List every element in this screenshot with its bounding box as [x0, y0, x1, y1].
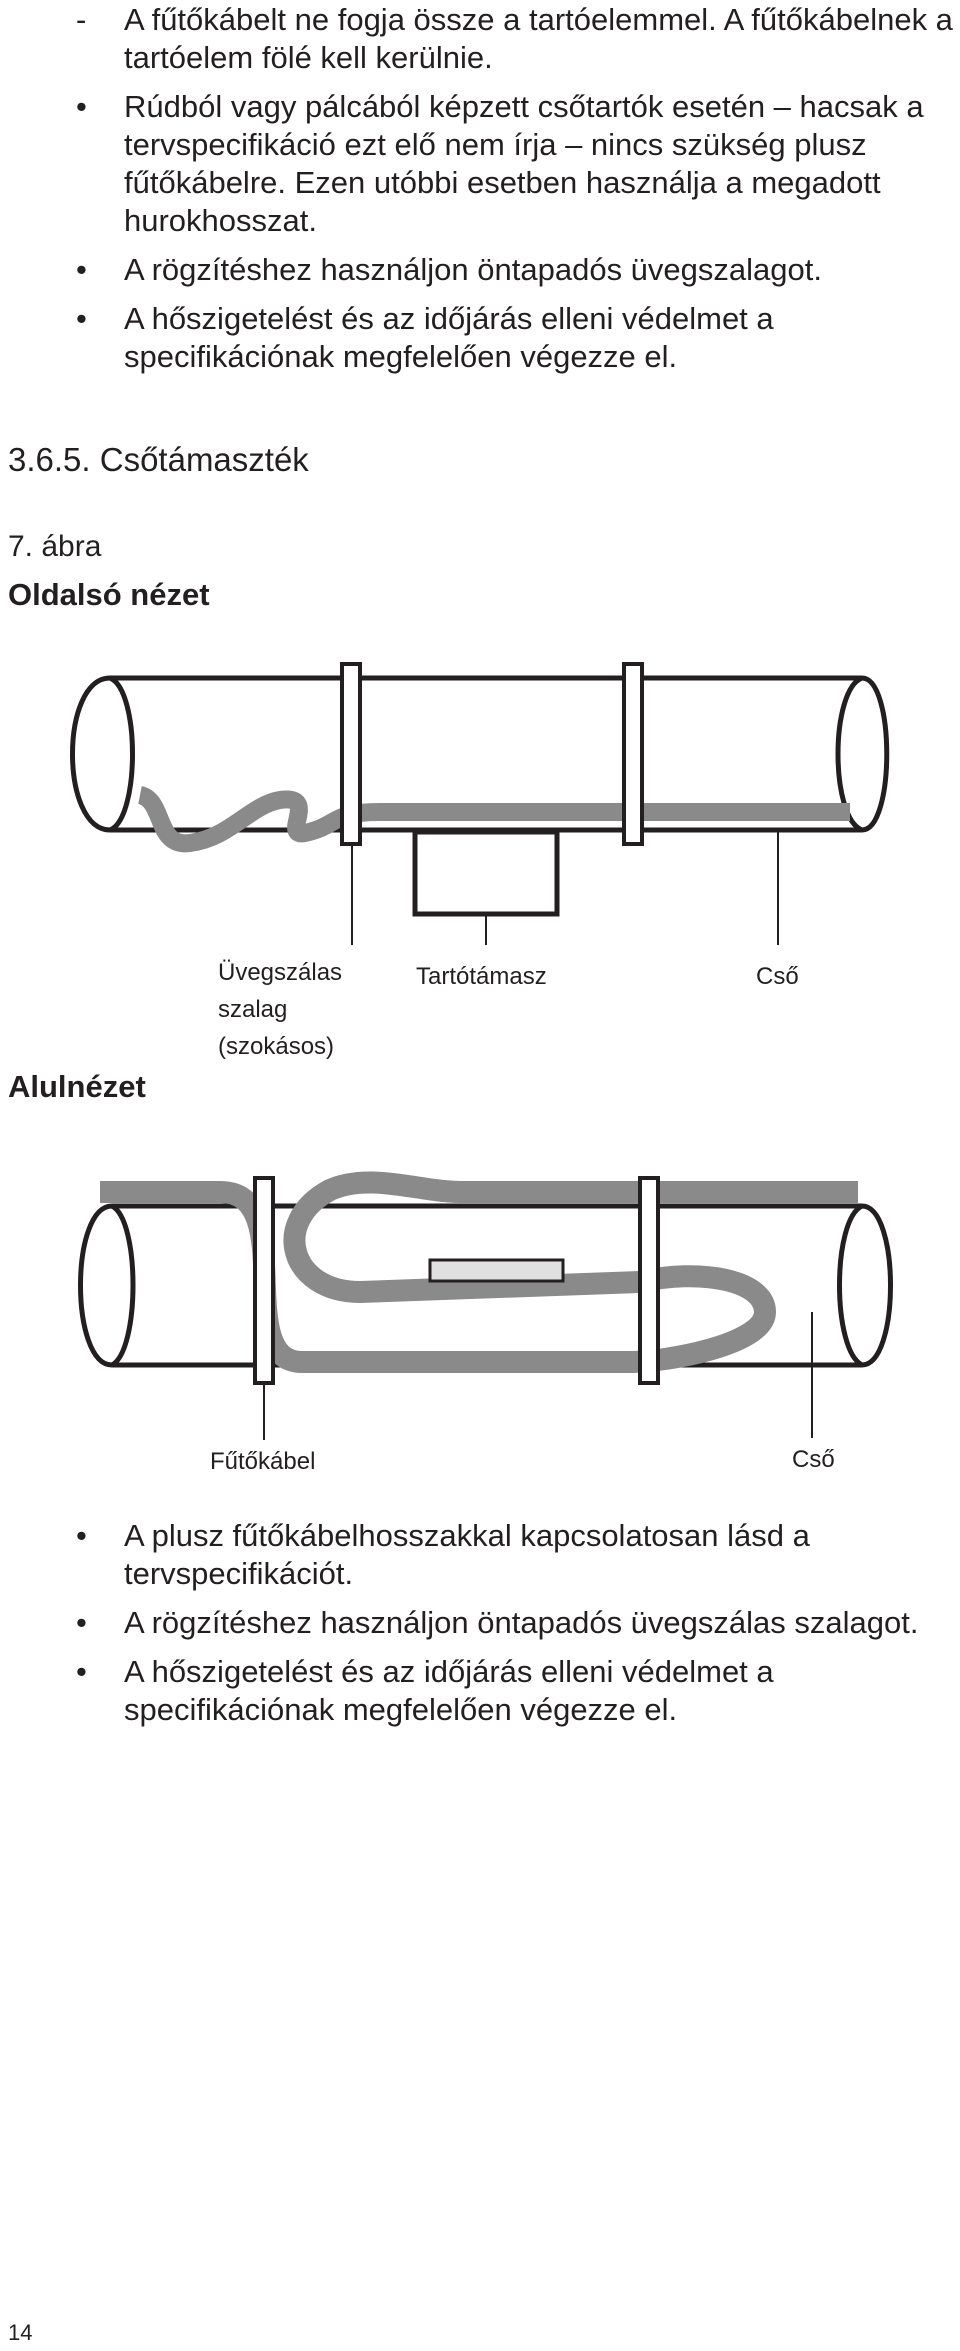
list-item: • A rögzítéshez használjon öntapadós üveg… — [0, 251, 960, 289]
side-view-title: Oldalsó nézet — [8, 577, 210, 612]
support-block — [412, 829, 560, 917]
heating-cable — [136, 786, 850, 853]
fixing-band — [638, 1176, 660, 1385]
list-marker: • — [76, 301, 87, 336]
list-item: • A rögzítéshez használjon öntapadós üveg… — [0, 1604, 960, 1642]
list-marker: • — [76, 1518, 87, 1553]
callout-pipe-top: Cső — [756, 963, 799, 990]
top-bullet-list: - A fűtőkábelt ne fogja össze a tartóelem… — [0, 1, 960, 387]
callout-cable: Fűtőkábel — [210, 1448, 316, 1475]
list-item-text: A rögzítéshez használjon öntapadós üvegs… — [124, 1605, 919, 1640]
callout-lines — [351, 832, 779, 945]
list-item-text: A hőszigetelést és az időjárás elleni vé… — [124, 301, 774, 374]
list-marker: • — [76, 1654, 87, 1689]
callout-tape: Üvegszálas szalag (szokásos) — [218, 959, 343, 1060]
callout-pipe-bottom: Cső — [792, 1446, 835, 1473]
bottom-view-diagram — [78, 1171, 893, 1440]
list-item-text: A plusz fűtőkábelhosszakkal kapcsolatosa… — [124, 1518, 810, 1591]
list-item-text: Rúdból vagy pálcából képzett csőtartók e… — [124, 89, 924, 238]
list-item-text: A fűtőkábelt ne fogja össze a tartóelemm… — [124, 2, 953, 75]
list-marker: - — [76, 2, 87, 37]
fixing-band — [622, 662, 644, 846]
page-number: 14 — [8, 2320, 33, 2345]
side-view-diagram — [70, 662, 890, 945]
bottom-view-title: Alulnézet — [8, 1069, 146, 1104]
support-block — [428, 1258, 565, 1283]
list-marker: • — [76, 89, 87, 124]
fixing-band — [340, 662, 362, 846]
callout-support: Tartótámasz — [416, 963, 547, 990]
list-item: • Rúdból vagy pálcából képzett csőtartók … — [0, 88, 960, 240]
list-item: • A hőszigetelést és az időjárás elleni v… — [0, 300, 960, 376]
list-item: - A fűtőkábelt ne fogja össze a tartóelem… — [0, 1, 960, 77]
list-item-text: A rögzítéshez használjon öntapadós üvegs… — [124, 252, 822, 287]
list-item-text: A hőszigetelést és az időjárás elleni vé… — [124, 1654, 774, 1727]
callout-lines — [263, 1312, 813, 1440]
list-item: • A plusz fűtőkábelhosszakkal kapcsolatos… — [0, 1517, 960, 1593]
list-marker: • — [76, 252, 87, 287]
list-item: • A hőszigetelést és az időjárás elleni v… — [0, 1653, 960, 1729]
bottom-bullet-list: • A plusz fűtőkábelhosszakkal kapcsolatos… — [0, 1517, 960, 1740]
section-heading: 3.6.5. Csőtámaszték — [8, 441, 309, 478]
figure-number: 7. ábra — [8, 530, 102, 563]
fixing-band — [253, 1176, 275, 1385]
list-marker: • — [76, 1605, 87, 1640]
